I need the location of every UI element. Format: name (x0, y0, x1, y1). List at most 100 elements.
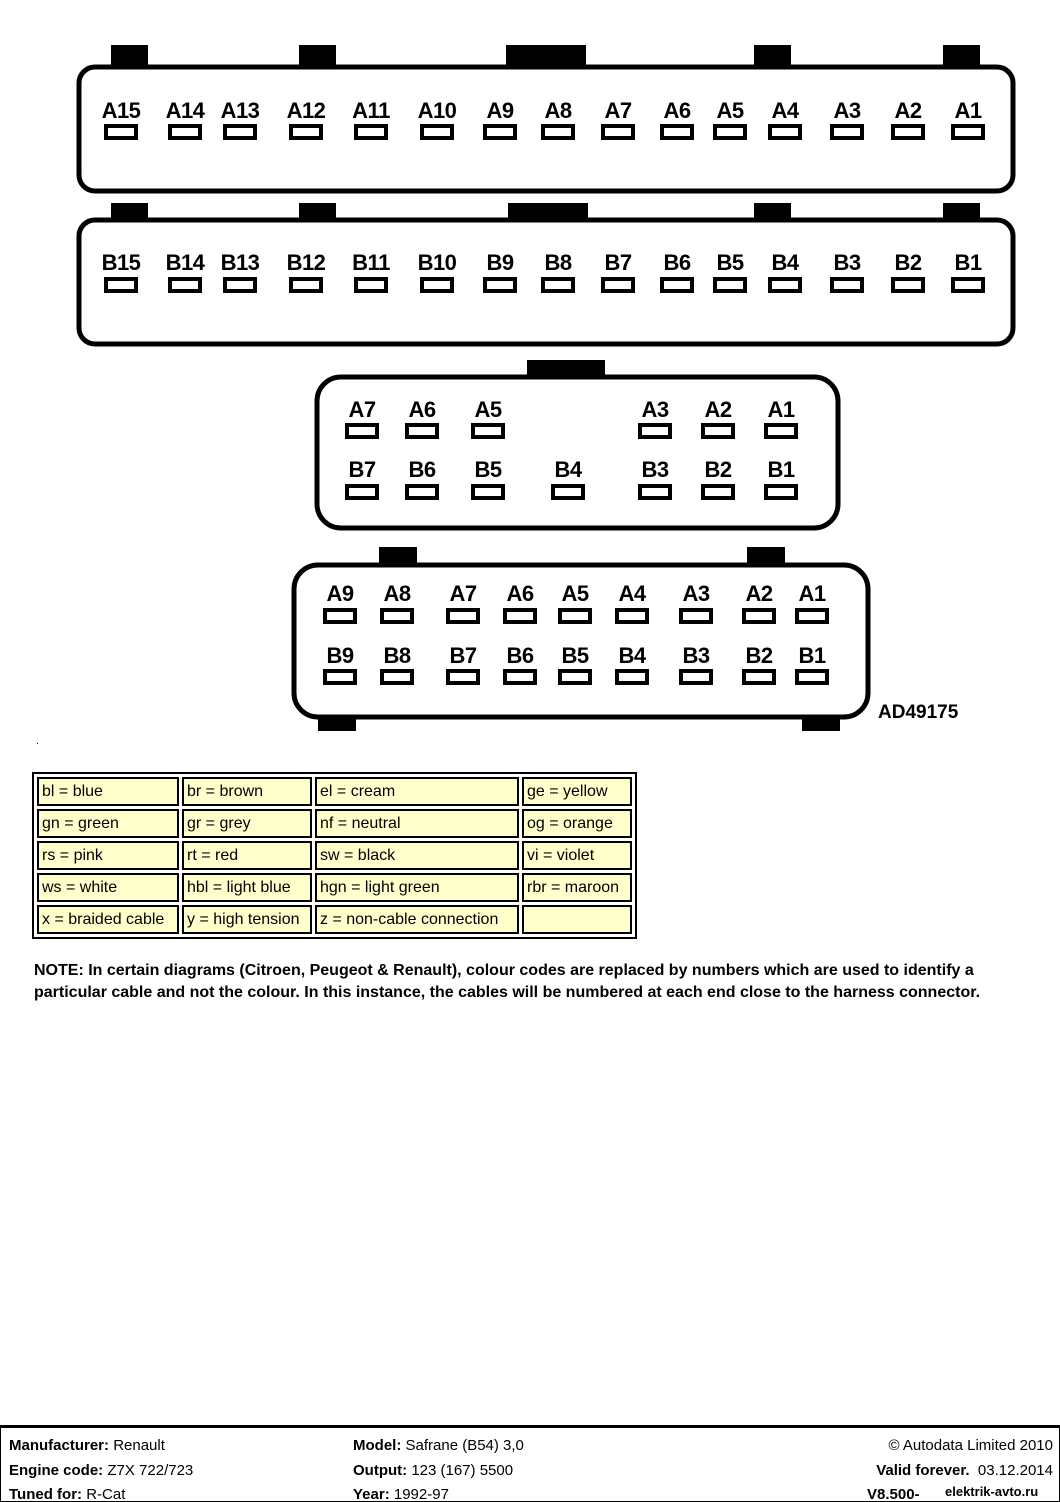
year-value: 1992-97 (393, 1486, 449, 1502)
pin-socket (354, 277, 388, 293)
pin-socket (795, 608, 829, 624)
watermark: elektrik-avto.ru (945, 1484, 1039, 1499)
output-value: 123 (167) 5500 (411, 1462, 514, 1479)
pin-label: B13 (221, 250, 260, 275)
pin-label: B1 (954, 250, 981, 275)
pin-label: A7 (449, 581, 476, 606)
pin-label: B4 (618, 643, 646, 668)
pin-socket (742, 669, 776, 685)
legend-cell: sw = black (315, 841, 519, 870)
legend-cell: vi = violet (522, 841, 632, 870)
pin-socket (446, 608, 480, 624)
pin-socket (601, 124, 635, 140)
pin-label: B5 (716, 250, 743, 275)
pin-socket (223, 124, 257, 140)
pin-label: B10 (418, 250, 457, 275)
pin-label: B7 (348, 457, 375, 482)
pin-label: B9 (326, 643, 353, 668)
pin-socket (713, 124, 747, 140)
pin-label: A8 (383, 581, 410, 606)
valid-date: 03.12.2014 (977, 1462, 1053, 1479)
pin-socket (541, 277, 575, 293)
pin-label: B4 (554, 457, 582, 482)
pin-label: A11 (352, 98, 390, 123)
pin-label: B15 (102, 250, 141, 275)
pin-label: A1 (767, 397, 794, 422)
year-row: Year: 1992-97 (353, 1486, 449, 1502)
model-value: Safrane (B54) 3,0 (405, 1437, 524, 1454)
pin-label: B5 (561, 643, 588, 668)
pin-label: A6 (663, 98, 690, 123)
pin-label: B3 (682, 643, 709, 668)
pin-label: A5 (561, 581, 588, 606)
pin-socket (679, 669, 713, 685)
pin-socket (701, 484, 735, 500)
pin-label: A14 (166, 98, 206, 123)
pin-socket (951, 124, 985, 140)
pin-label: B6 (506, 643, 533, 668)
pin-label: A4 (618, 581, 646, 606)
pin-socket (768, 124, 802, 140)
pin-socket (420, 277, 454, 293)
legend-cell: z = non-cable connection (315, 905, 519, 934)
pin-label: B5 (474, 457, 501, 482)
manufacturer-value: Renault (113, 1437, 165, 1454)
pin-label: B12 (287, 250, 326, 275)
pin-socket (104, 124, 138, 140)
pin-socket (405, 423, 439, 439)
pin-socket (615, 608, 649, 624)
pin-socket (323, 669, 357, 685)
pin-socket (795, 669, 829, 685)
legend-cell (522, 905, 632, 934)
model-row: Model: Safrane (B54) 3,0 (353, 1437, 524, 1454)
pin-socket (660, 277, 694, 293)
copyright: © Autodata Limited 2010 (888, 1437, 1053, 1454)
pin-label: A6 (506, 581, 533, 606)
pin-label: A5 (474, 397, 501, 422)
pin-label: B1 (767, 457, 794, 482)
tuned-for-label: Tuned for: (9, 1486, 83, 1502)
pin-socket (471, 484, 505, 500)
pin-socket (471, 423, 505, 439)
pin-socket (701, 423, 735, 439)
pin-socket (323, 608, 357, 624)
stray-dot: . (36, 736, 39, 747)
pin-label: A4 (771, 98, 799, 123)
pin-socket (764, 484, 798, 500)
pin-socket (742, 608, 776, 624)
pin-socket (660, 124, 694, 140)
pin-label: A1 (954, 98, 981, 123)
pin-label: B2 (745, 643, 772, 668)
legend-cell: rt = red (182, 841, 312, 870)
pin-label: A15 (102, 98, 141, 123)
pin-socket (289, 124, 323, 140)
pin-label: A12 (287, 98, 326, 123)
pin-label: B6 (663, 250, 690, 275)
pin-label: A7 (348, 397, 375, 422)
pin-label: A7 (604, 98, 631, 123)
tuned-for-row: Tuned for: R-Cat (9, 1486, 125, 1502)
pin-socket (104, 277, 138, 293)
legend-cell: el = cream (315, 777, 519, 806)
pin-socket (601, 277, 635, 293)
legend-cell: gr = grey (182, 809, 312, 838)
pin-label: B3 (641, 457, 668, 482)
legend-cell: rs = pink (37, 841, 179, 870)
legend-cell: og = orange (522, 809, 632, 838)
diagram-reference-code: AD49175 (878, 702, 959, 723)
pin-socket (679, 608, 713, 624)
pin-label: A9 (486, 98, 513, 123)
model-label: Model: (353, 1437, 402, 1454)
pin-socket (354, 124, 388, 140)
pin-socket (638, 484, 672, 500)
connector-body (291, 562, 871, 720)
pin-socket (830, 124, 864, 140)
valid-row: Valid forever. 03.12.2014 (876, 1462, 1053, 1479)
